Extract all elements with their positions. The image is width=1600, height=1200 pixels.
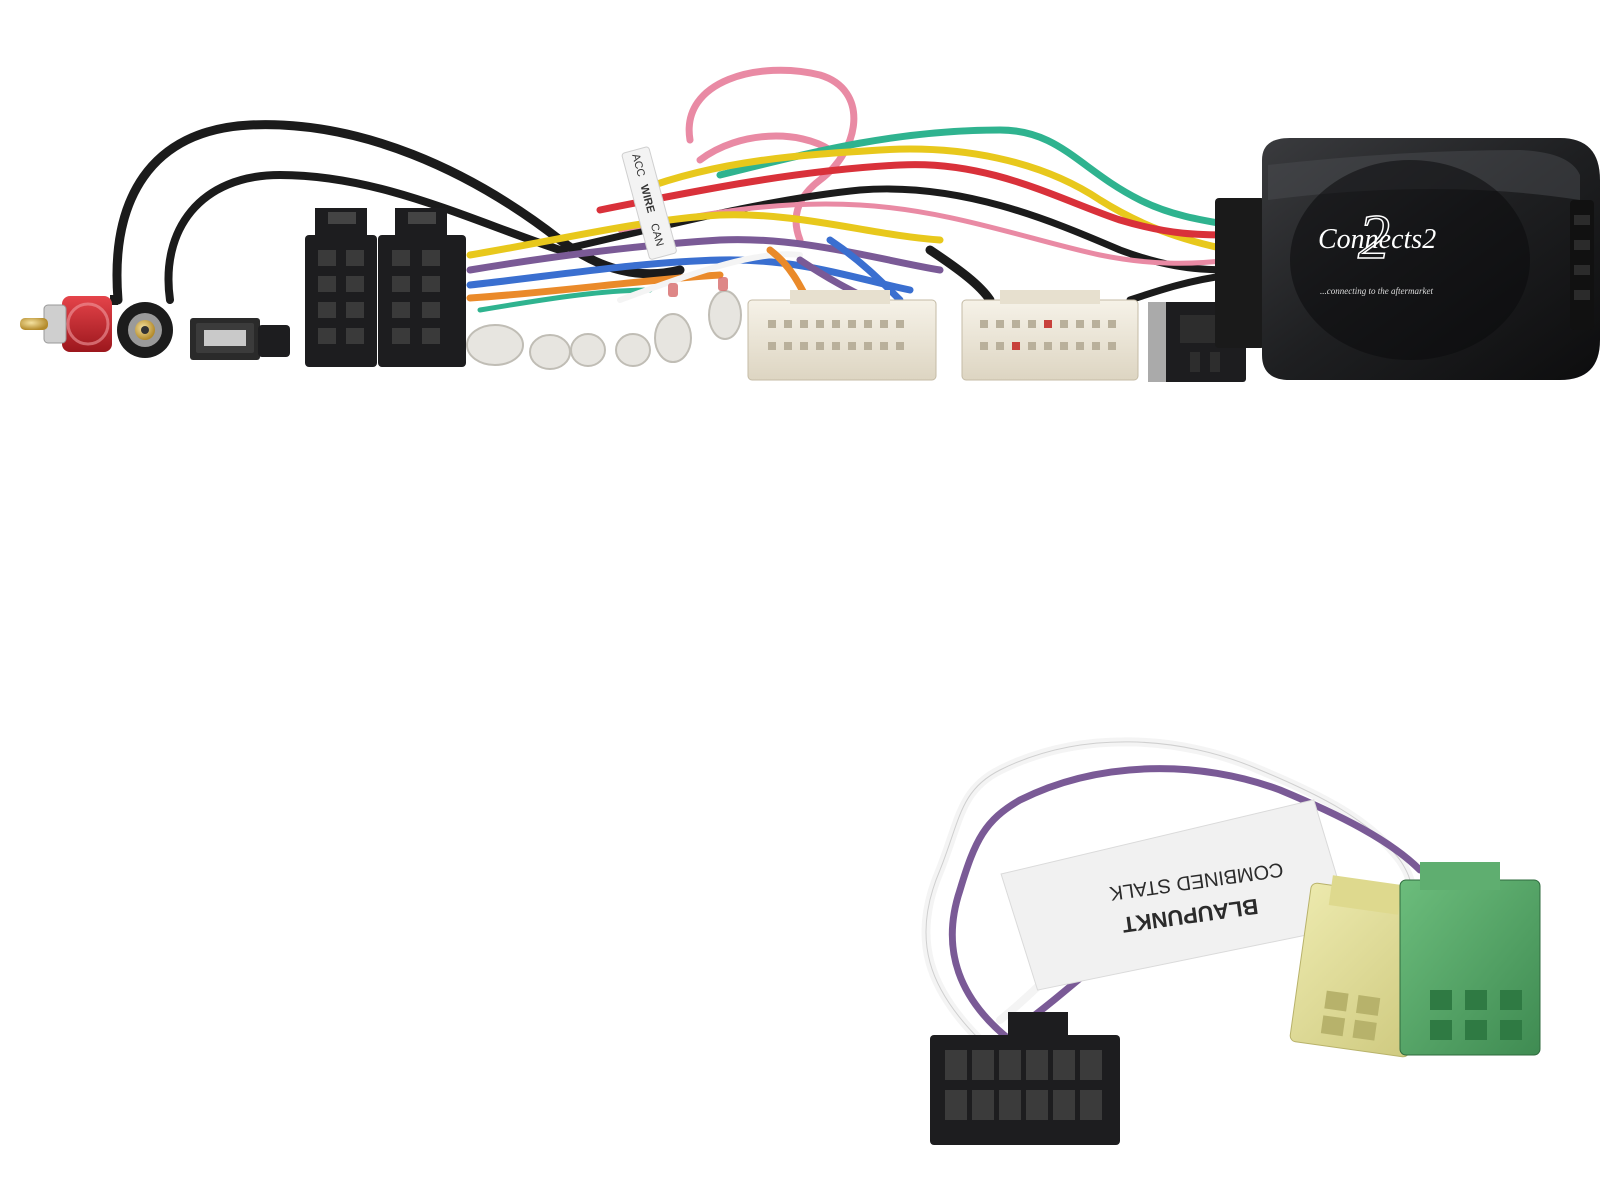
brand-logo-two: 2: [1358, 201, 1390, 272]
steering-interface-harness: ACC WIRE CAN: [20, 66, 1600, 382]
wire-bundle: [466, 66, 1234, 313]
brand-tagline: ...connecting to the aftermarket: [1320, 286, 1433, 296]
black-aux-cable: [112, 120, 685, 305]
interface-module: Connects2 2 ...connecting to the afterma…: [1215, 138, 1600, 380]
wire-sticker: ACC WIRE CAN: [621, 146, 677, 260]
bullet-connectors: [466, 290, 742, 370]
vehicle-connector-1: [747, 290, 937, 381]
iso-connector-right: [378, 208, 466, 367]
sticker-can-text: CAN: [648, 222, 666, 248]
green-mini-iso-connector: [1399, 862, 1541, 1056]
sticker-acc-text: ACC: [629, 153, 647, 179]
black-12pin-connector: [930, 1012, 1120, 1145]
brand-logo: Connects2: [1318, 224, 1436, 255]
iso-connector-left: [305, 208, 377, 367]
rca-socket: [117, 302, 173, 358]
vehicle-connector-2: [961, 290, 1139, 381]
blaupunkt-patch-lead: BLAUPUNKT COMBINED STALK: [921, 737, 1541, 1145]
usb-plug: [190, 318, 290, 360]
yellow-mini-iso-connector: [1289, 875, 1431, 1058]
patch-lead-label: BLAUPUNKT COMBINED STALK: [1000, 799, 1353, 991]
rca-plug: [20, 295, 118, 352]
